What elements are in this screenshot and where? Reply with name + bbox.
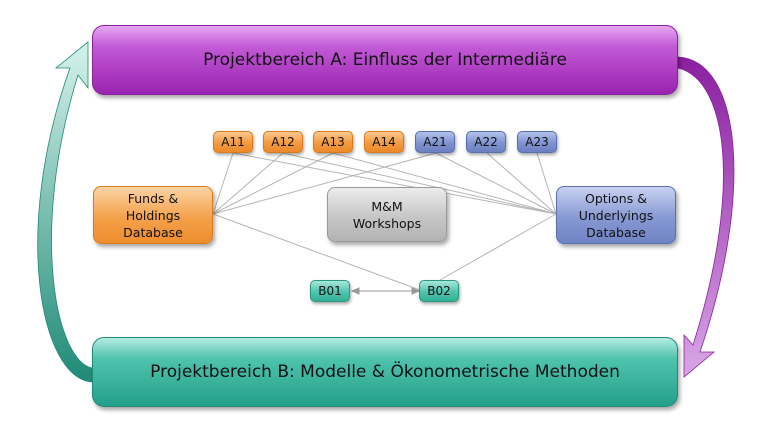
project-chip-a13: A13 xyxy=(313,131,353,153)
line-options-a11 xyxy=(232,152,557,215)
project-chip-a12: A12 xyxy=(263,131,303,153)
funds-holdings-database: Funds & Holdings Database xyxy=(93,186,213,244)
projektbereich-b-banner: Projektbereich B: Modelle & Ökonometrisc… xyxy=(92,337,678,407)
projektbereich-a-banner: Projektbereich A: Einfluss der Intermedi… xyxy=(92,25,678,95)
project-chip-a22: A22 xyxy=(466,131,506,153)
b01-b02-double-arrow xyxy=(350,287,421,295)
line-funds-a21 xyxy=(212,152,437,215)
project-chip-b01: B01 xyxy=(310,280,350,302)
project-chip-a21: A21 xyxy=(415,131,455,153)
line-options-a22 xyxy=(486,152,557,215)
line-options-a23 xyxy=(536,152,557,215)
line-funds-a11 xyxy=(212,152,234,215)
project-chip-a23: A23 xyxy=(517,131,557,153)
project-chip-a11: A11 xyxy=(213,131,253,153)
line-options-a12 xyxy=(282,152,557,215)
project-chip-a14: A14 xyxy=(364,131,404,153)
line-funds-a13 xyxy=(212,152,334,215)
mm-workshops-box: M&M Workshops xyxy=(327,187,447,242)
options-underlyings-database: Options & Underlyings Database xyxy=(556,186,676,244)
connector-lines xyxy=(212,152,557,291)
project-chip-b02: B02 xyxy=(419,280,459,302)
line-options-b02 xyxy=(439,213,557,281)
line-funds-a12 xyxy=(212,152,284,215)
cycle-arrow-b-to-a xyxy=(37,41,93,383)
cycle-arrow-a-to-b xyxy=(677,56,735,378)
line-options-a21 xyxy=(435,152,557,215)
line-options-a13 xyxy=(332,152,557,215)
line-funds-b02 xyxy=(212,213,421,291)
